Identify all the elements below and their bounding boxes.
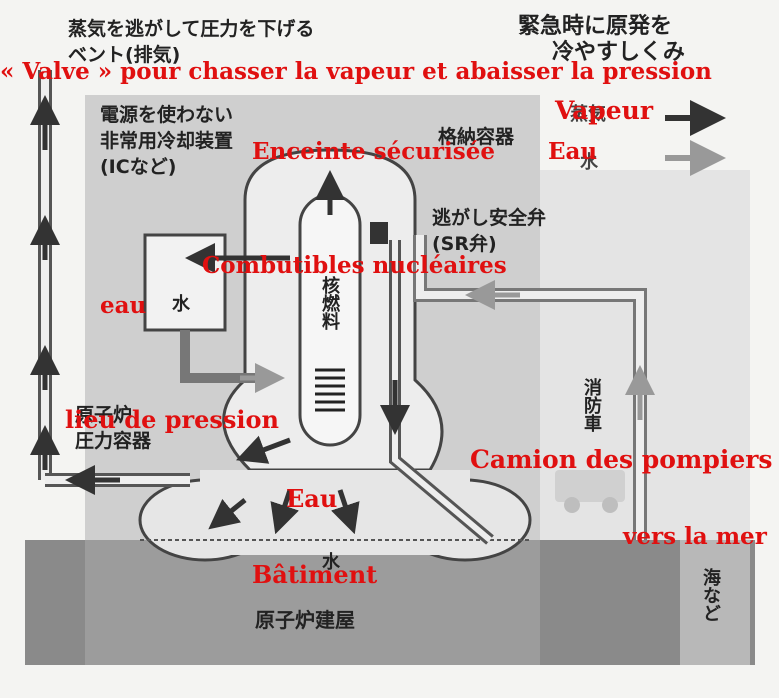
water-tank-label-jp: 水	[172, 294, 190, 315]
fuel-rods	[315, 368, 345, 412]
pool-water-label-jp: 水	[322, 552, 340, 573]
ic-return-pipe	[180, 330, 260, 383]
sea-annotation-fr: vers la mer	[623, 523, 767, 550]
fuel-annotation-fr: Combutibles nucléaires	[202, 252, 507, 279]
sea-area	[680, 540, 750, 665]
sr-valve-label-jp-2: (SR弁)	[432, 233, 497, 255]
pressure-annotation-fr: lieu de pression	[65, 405, 280, 434]
pool-arrow-1	[208, 498, 247, 530]
ic-label-jp-1: 電源を使わない	[100, 104, 234, 126]
pool-arrow-4	[235, 435, 291, 464]
steam-annotation-fr: Vapeur	[555, 96, 654, 125]
containment-annotation-fr: Enceinte sécurisée	[252, 138, 495, 165]
sr-valve	[370, 222, 388, 244]
vent-label-jp-1: 蒸気を逃がして圧力を下げる	[68, 18, 315, 40]
legend-water-label-jp: 水	[580, 152, 598, 173]
water-legend-annotation-fr: Eau	[548, 138, 598, 165]
title-jp-1: 緊急時に原発を	[518, 14, 673, 39]
pressure-vessel-label-jp-2: 圧力容器	[75, 430, 152, 452]
vent-annotation-fr: « Valve » pour chasser la vapeur et abai…	[0, 58, 712, 85]
building-label-jp: 原子炉建屋	[255, 608, 355, 632]
fire-truck-icon	[555, 470, 625, 513]
fire-truck-label-jp: 消防車	[581, 378, 602, 432]
vent-label-jp-2: ベント(排気)	[68, 44, 181, 66]
ic-label-jp-3: (ICなど)	[100, 156, 177, 178]
building-annotation-fr: Bâtiment	[252, 560, 378, 589]
pool-arrow-2	[270, 489, 299, 535]
sea-label-jp: 海など	[700, 568, 721, 622]
pool-arrow-3	[331, 489, 360, 535]
ic-label-jp-2: 非常用冷却装置	[100, 130, 234, 152]
legend-steam-label-jp: 蒸気	[570, 104, 606, 125]
pool-water-annotation-fr: Eau	[286, 484, 338, 513]
fire-truck-annotation-fr: Camion des pompiers	[470, 445, 773, 474]
pressure-vessel-label-jp-1: 原子炉	[75, 404, 133, 426]
sr-valve-label-jp-1: 逃がし安全弁	[432, 207, 547, 229]
containment-label-jp: 格納容器	[438, 126, 515, 148]
fuel-label-jp: 核燃料	[319, 276, 340, 330]
water-tank-annotation-fr: eau	[100, 292, 147, 319]
title-jp-2: 冷やすしくみ	[552, 40, 685, 65]
